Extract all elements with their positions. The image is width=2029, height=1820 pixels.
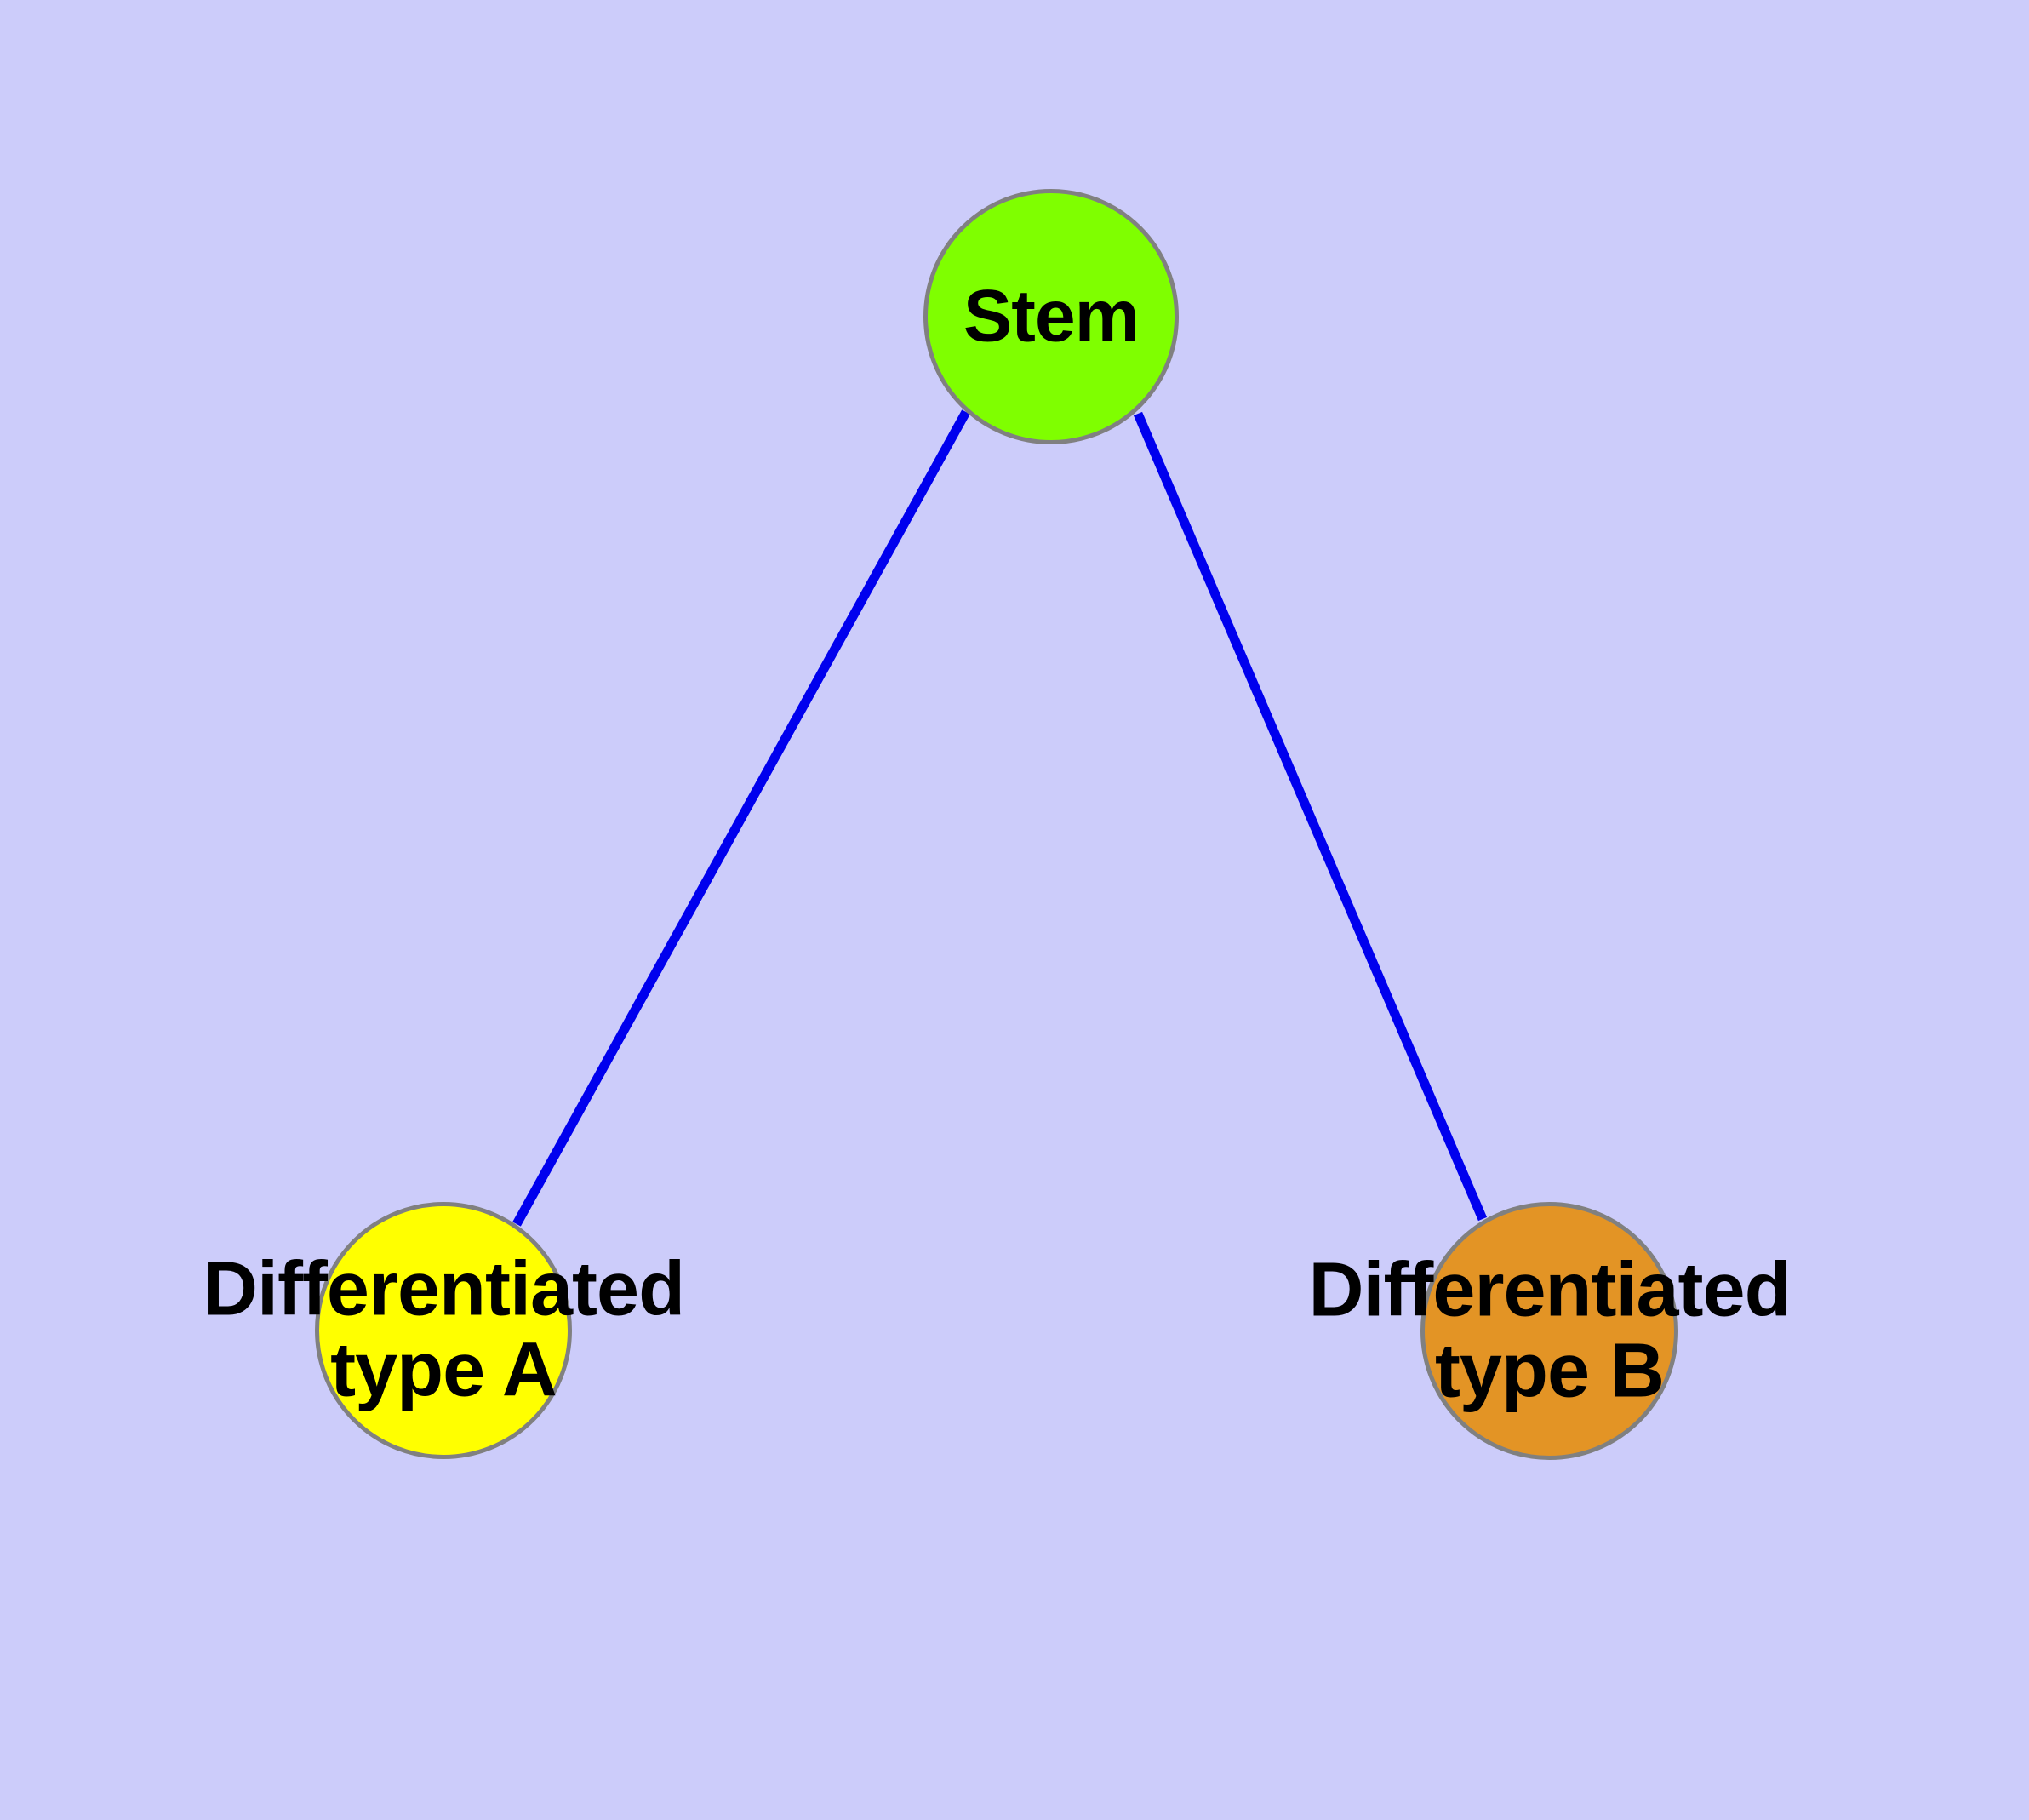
node-differentiated-type-b-label-line1: Differentiated — [1308, 1247, 1791, 1333]
edge-stem-to-differentiated-type-b — [1133, 411, 1488, 1222]
node-stem[interactable]: Stem — [923, 189, 1179, 444]
node-differentiated-type-b[interactable]: Differentiated type B — [1308, 1202, 1792, 1460]
node-stem-label: Stem — [963, 275, 1140, 358]
node-differentiated-type-a-label-line1: Differentiated — [202, 1246, 685, 1332]
edge-stem-to-differentiated-type-a — [512, 409, 970, 1227]
node-differentiated-type-b-label: Differentiated type B — [1308, 1247, 1791, 1414]
node-differentiated-type-b-label-line2: type B — [1434, 1328, 1665, 1414]
node-differentiated-type-a[interactable]: Differentiated type A — [203, 1202, 685, 1459]
node-differentiated-type-a-label-line2: type A — [330, 1328, 557, 1413]
node-differentiated-type-a-label: Differentiated type A — [202, 1246, 685, 1413]
